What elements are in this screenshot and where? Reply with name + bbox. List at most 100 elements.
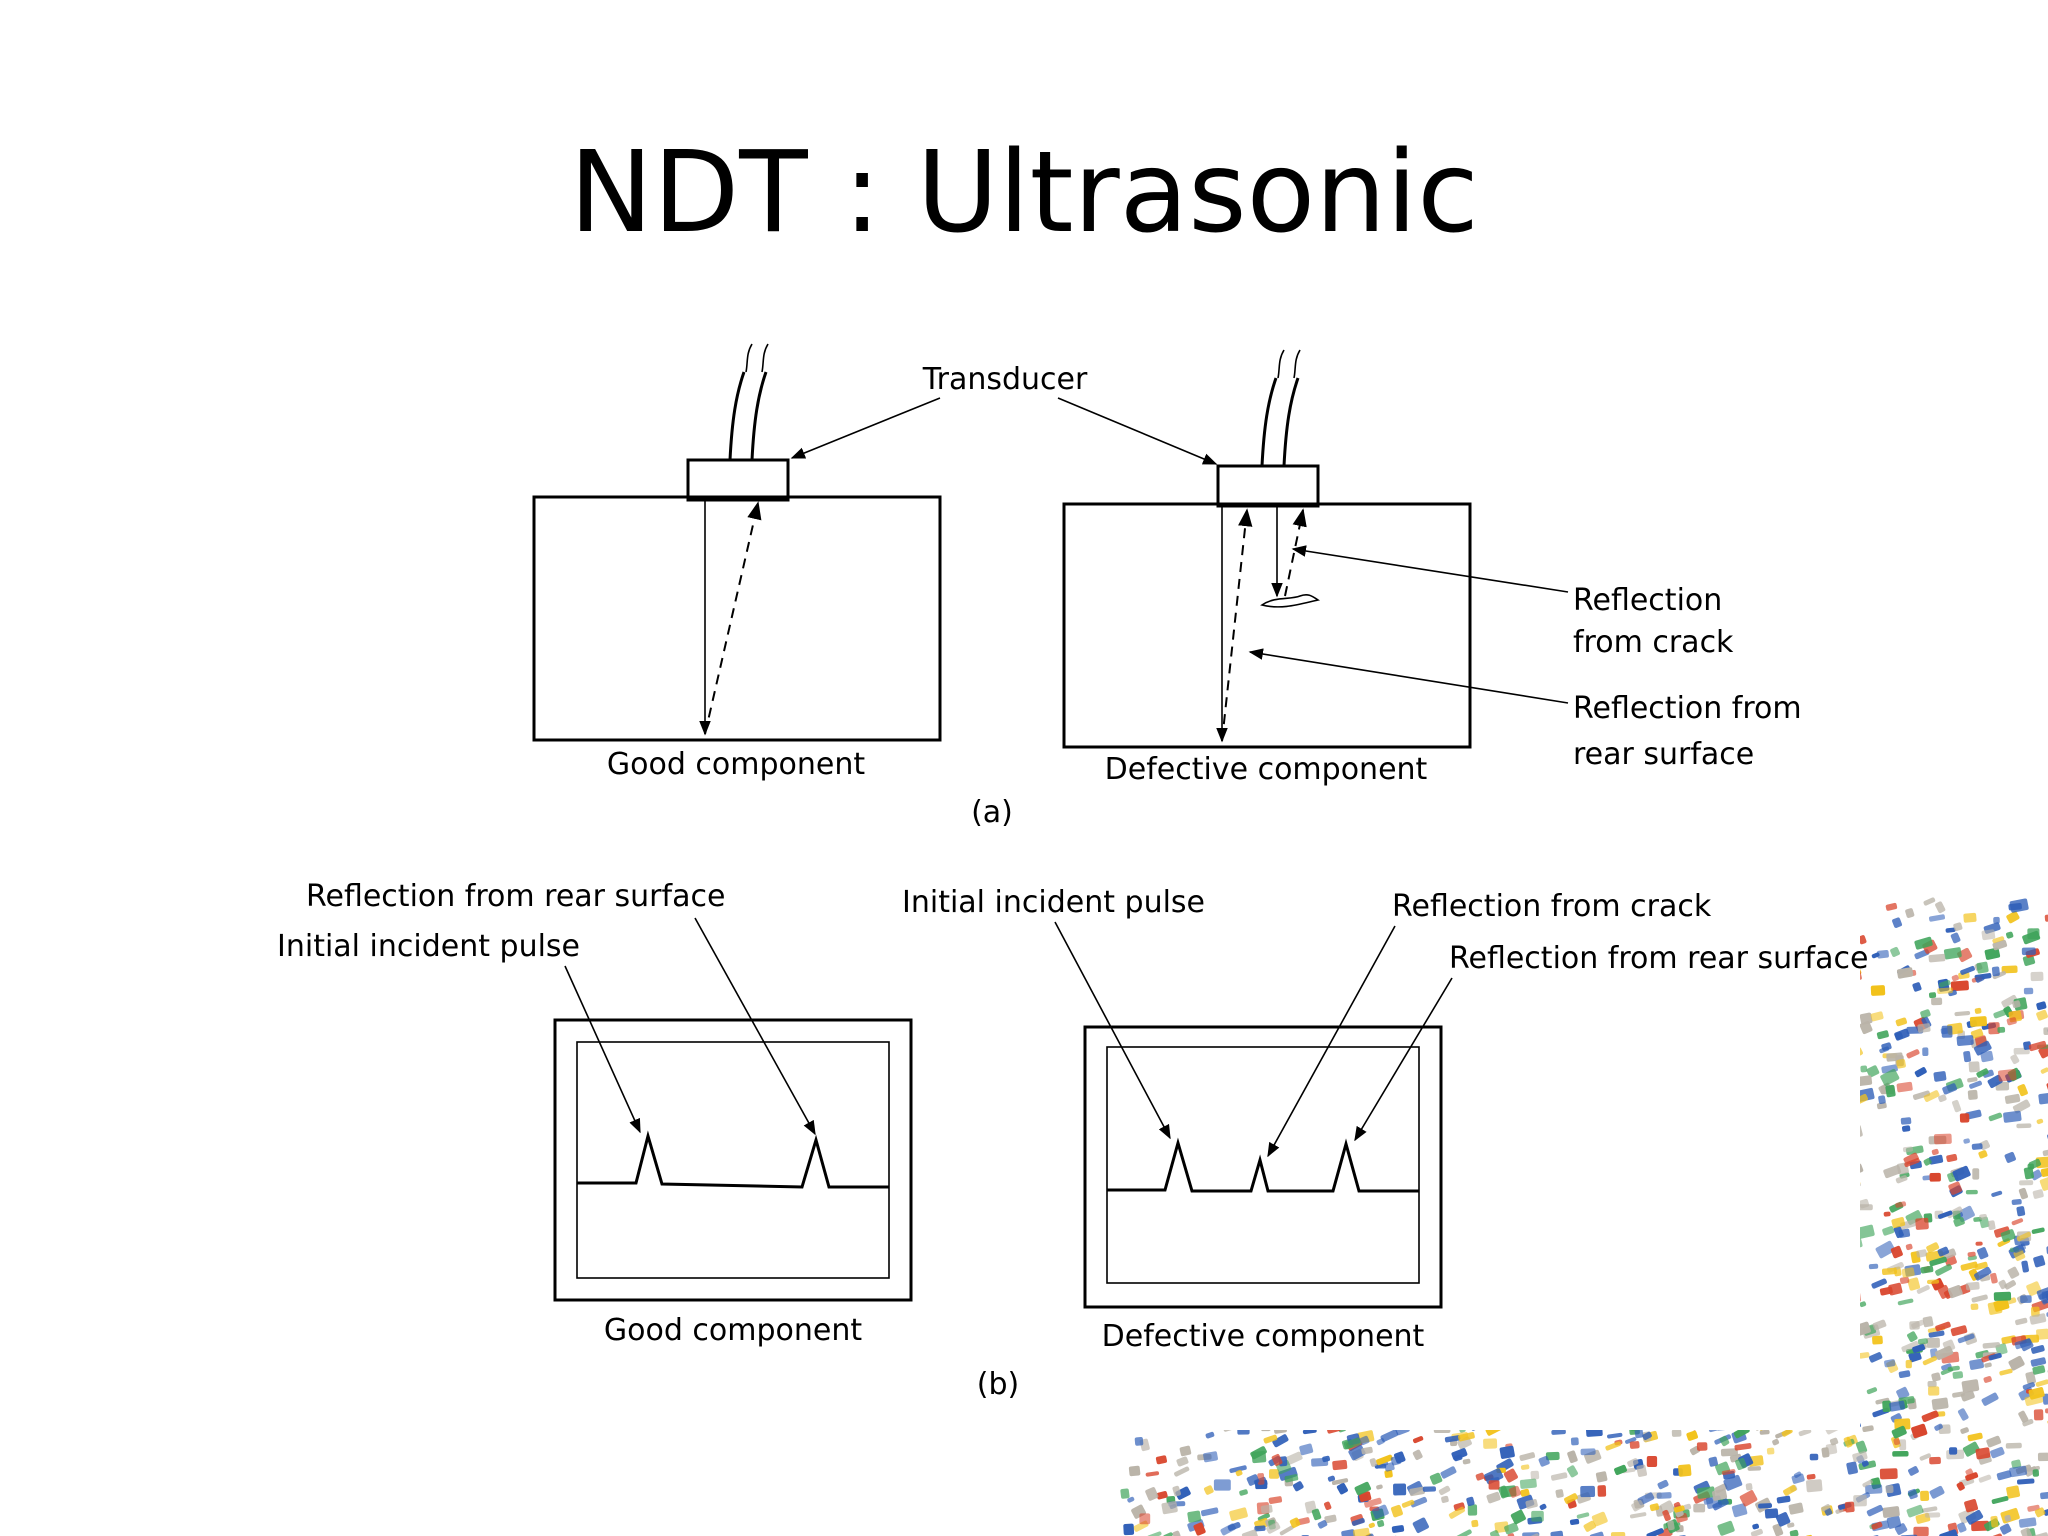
figure-b: Reflection from rear surface Initial inc… <box>277 879 1868 1402</box>
decor-bead <box>1928 953 1946 963</box>
decor-bead <box>1993 916 2000 924</box>
decor-bead <box>1990 1446 2005 1459</box>
decor-bead <box>1570 1437 1579 1446</box>
decor-bead <box>1205 1431 1215 1439</box>
decor-bead <box>1935 901 1946 914</box>
decor-bead <box>1510 1509 1526 1525</box>
decor-bead <box>1969 1358 1984 1370</box>
decor-bead <box>1876 1030 1889 1040</box>
decor-bead <box>1912 982 1922 992</box>
decor-bead <box>2009 898 2029 913</box>
decor-bead <box>2043 1027 2048 1036</box>
decor-bead <box>1783 1484 1797 1496</box>
decor-bead <box>1260 1504 1273 1514</box>
decor-bead <box>1969 1016 1988 1027</box>
decor-bead <box>1988 1112 2003 1122</box>
decor-bead <box>1965 1109 1982 1120</box>
decor-bead <box>1254 1525 1266 1532</box>
decor-bead <box>1390 1504 1403 1518</box>
decor-bead <box>1627 1458 1639 1468</box>
decor-bead <box>1987 1301 2003 1315</box>
decor-bead <box>1917 1023 1931 1033</box>
decor-bead <box>1876 950 1889 959</box>
decor-bead <box>1976 1068 1989 1078</box>
decor-bead <box>1879 1046 1890 1054</box>
decor-bead <box>1875 1397 1890 1405</box>
decor-bead <box>2021 1260 2029 1273</box>
decor-bead <box>1636 1464 1648 1477</box>
decor-bead <box>1905 1243 1913 1251</box>
figure-a: Transducer Reflection from crack Reflect… <box>532 343 1802 830</box>
decor-bead <box>1642 1431 1652 1440</box>
decor-bead <box>2032 1365 2046 1375</box>
decor-bead <box>1965 1472 1979 1481</box>
decor-bead <box>1787 1522 1795 1528</box>
decor-bead <box>1123 1523 1135 1536</box>
decor-bead <box>1922 1316 1934 1328</box>
decor-bead <box>1703 1497 1714 1505</box>
decor-bead <box>1750 1528 1763 1536</box>
decor-bead <box>1853 1494 1867 1507</box>
decor-bead <box>1890 1245 1903 1259</box>
decor-bead <box>1926 1242 1940 1253</box>
decor-bead <box>1720 1448 1738 1457</box>
decor-bead <box>1922 1047 1929 1057</box>
decor-bead <box>1882 1506 1900 1518</box>
decor-bead <box>1964 1499 1979 1513</box>
decor-bead <box>1455 1529 1472 1536</box>
decor-bead <box>1444 1435 1461 1443</box>
crack-shape <box>1260 593 1321 608</box>
defective-rear-surface-label: Reflection from rear surface <box>1449 941 1868 976</box>
decor-bead <box>1806 1473 1816 1480</box>
decor-bead <box>1899 1276 1910 1284</box>
decor-bead <box>2000 1229 2016 1243</box>
decor-bead <box>1462 1458 1471 1465</box>
decor-bead <box>1928 1386 1940 1396</box>
decor-bead <box>1952 1099 1962 1113</box>
decor-bead <box>1175 1486 1191 1500</box>
decor-bead <box>2024 1466 2038 1477</box>
decor-bead <box>1901 1341 1919 1353</box>
decor-bead <box>1781 1428 1793 1437</box>
decor-bead <box>1631 1499 1644 1512</box>
decor-bead <box>2036 1009 2048 1021</box>
decor-bead <box>1929 1256 1948 1267</box>
decor-bead <box>1798 1428 1812 1437</box>
decor-bead <box>1429 1472 1443 1485</box>
decor-bead <box>1981 1392 1999 1406</box>
decor-bead <box>2006 931 2014 939</box>
decor-bead <box>2019 1338 2034 1352</box>
decor-bead <box>1956 1482 1965 1491</box>
decor-bead <box>1263 1434 1278 1444</box>
decor-bead <box>1912 1343 1926 1353</box>
decor-bead <box>1982 1342 2001 1349</box>
decor-bead <box>1997 1026 2006 1033</box>
decor-bead <box>1723 1474 1743 1491</box>
decor-bead <box>1891 1425 1907 1439</box>
decor-bead <box>1963 912 1977 923</box>
decor-bead <box>1933 1071 1947 1082</box>
decor-bead <box>1920 1265 1934 1274</box>
decor-bead <box>1591 1511 1608 1527</box>
decor-bead <box>1393 1483 1407 1496</box>
decor-bead <box>1806 1479 1823 1493</box>
decor-bead <box>1503 1468 1518 1483</box>
decor-bead <box>1946 1206 1963 1219</box>
good-oscilloscope-screen <box>553 1018 913 1302</box>
decor-bead <box>1438 1485 1451 1496</box>
decor-bead <box>1952 1371 1964 1379</box>
decor-bead <box>1953 922 1963 932</box>
decor-bead <box>1939 1529 1959 1536</box>
decor-bead <box>1708 1456 1718 1467</box>
decor-bead <box>1364 1497 1382 1508</box>
decor-bead <box>1251 1450 1267 1464</box>
decor-bead <box>1271 1454 1283 1466</box>
decor-bead <box>1923 1157 1932 1166</box>
decor-bead <box>1488 1480 1500 1490</box>
decor-bead <box>1915 1217 1929 1230</box>
decor-bead <box>2016 1123 2032 1129</box>
decor-bead <box>1279 1525 1294 1536</box>
decor-bead <box>1897 1298 1914 1306</box>
decor-bead <box>1127 1496 1135 1503</box>
